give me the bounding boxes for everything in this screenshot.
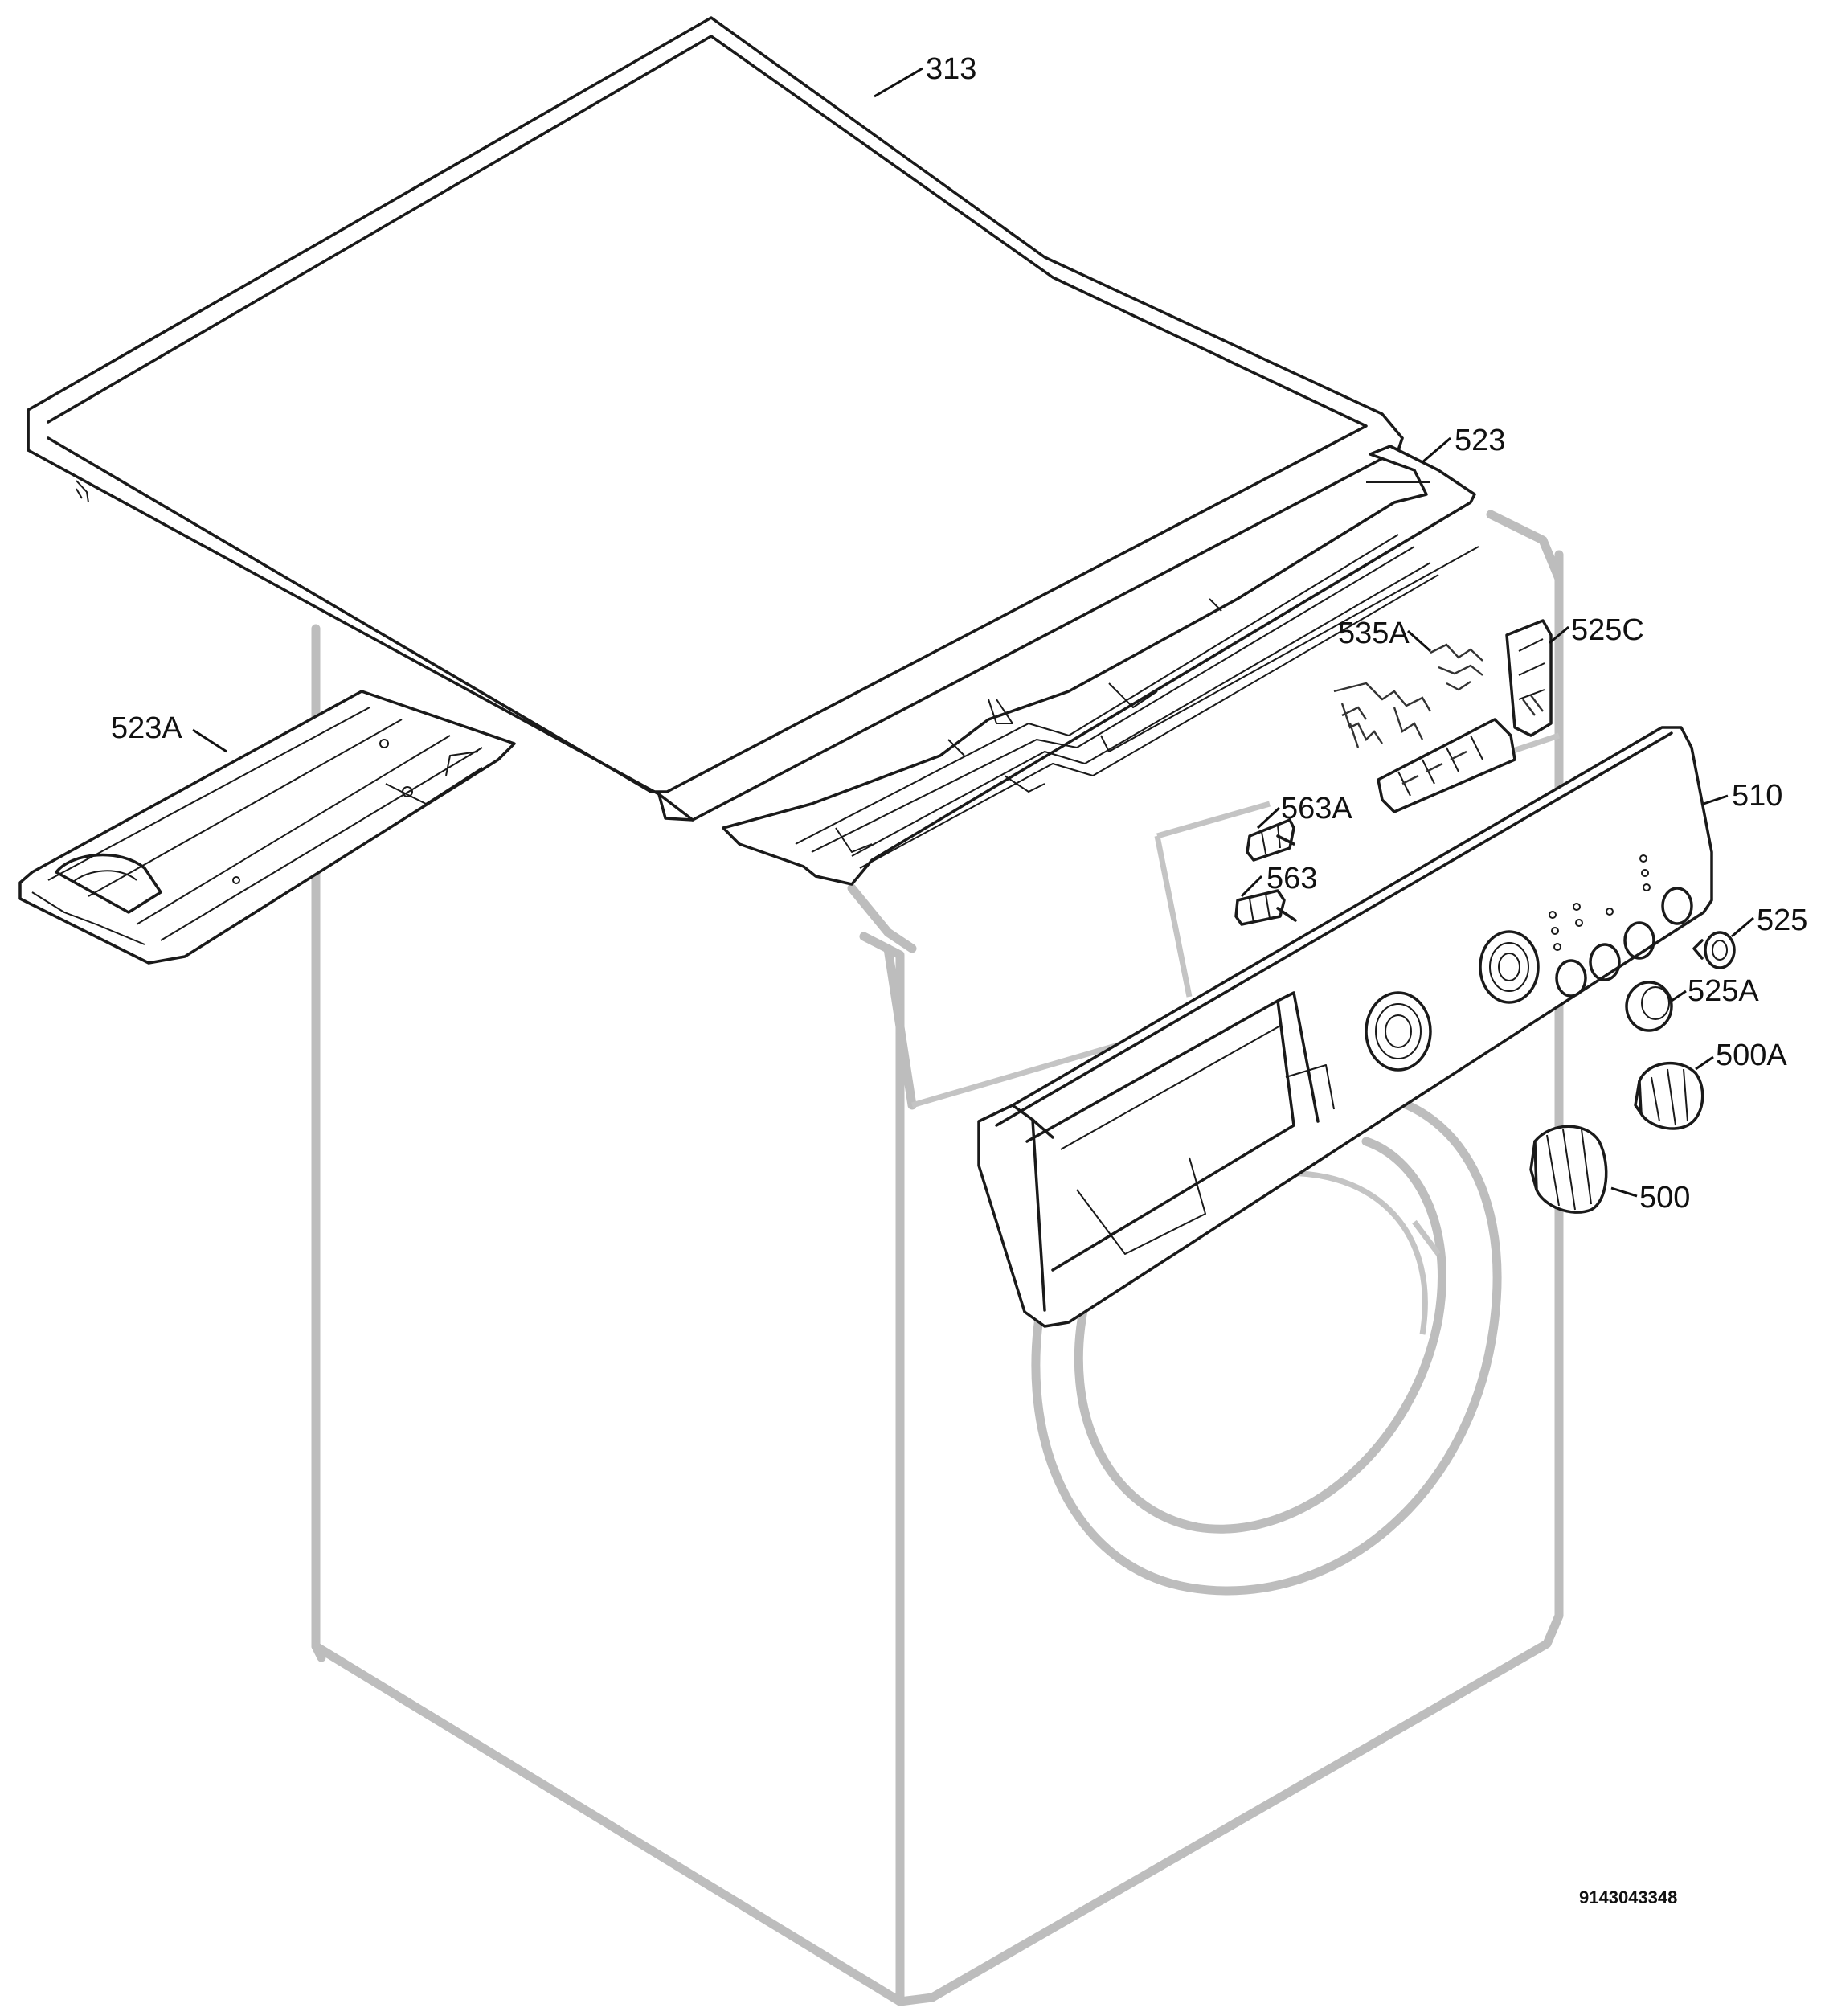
part-535a-wiring — [1333, 643, 1483, 748]
part-labels: 313 523 523A 535A 525C 510 563A 563 525 … — [111, 52, 1807, 1907]
label-525: 525 — [1757, 904, 1807, 937]
label-523a: 523A — [111, 711, 182, 745]
part-563-pin — [1234, 889, 1297, 926]
label-563: 563 — [1266, 862, 1317, 895]
leader-lines — [192, 67, 1754, 1198]
part-525-button — [1692, 931, 1736, 969]
part-500-knob — [1529, 1125, 1608, 1214]
part-563a-pin — [1246, 818, 1295, 862]
label-313: 313 — [926, 52, 976, 86]
label-563a: 563A — [1281, 792, 1352, 826]
label-525a: 525A — [1688, 974, 1759, 1008]
label-500a: 500A — [1716, 1039, 1787, 1072]
label-535a: 535A — [1338, 617, 1410, 650]
part-510-control-panel — [977, 726, 1713, 1328]
label-510: 510 — [1732, 779, 1782, 813]
part-500a-knob — [1634, 1061, 1704, 1130]
part-525c-electronic-module — [1377, 619, 1553, 813]
part-525a-button — [1625, 981, 1673, 1032]
document-number: 9143043348 — [1579, 1887, 1677, 1907]
appliance-body-outline — [311, 510, 1564, 2006]
label-525c: 525C — [1571, 613, 1644, 647]
label-500: 500 — [1639, 1181, 1690, 1215]
label-523: 523 — [1455, 424, 1505, 457]
part-523-top-bracket — [722, 445, 1479, 886]
part-523a-side-rail — [18, 690, 516, 965]
